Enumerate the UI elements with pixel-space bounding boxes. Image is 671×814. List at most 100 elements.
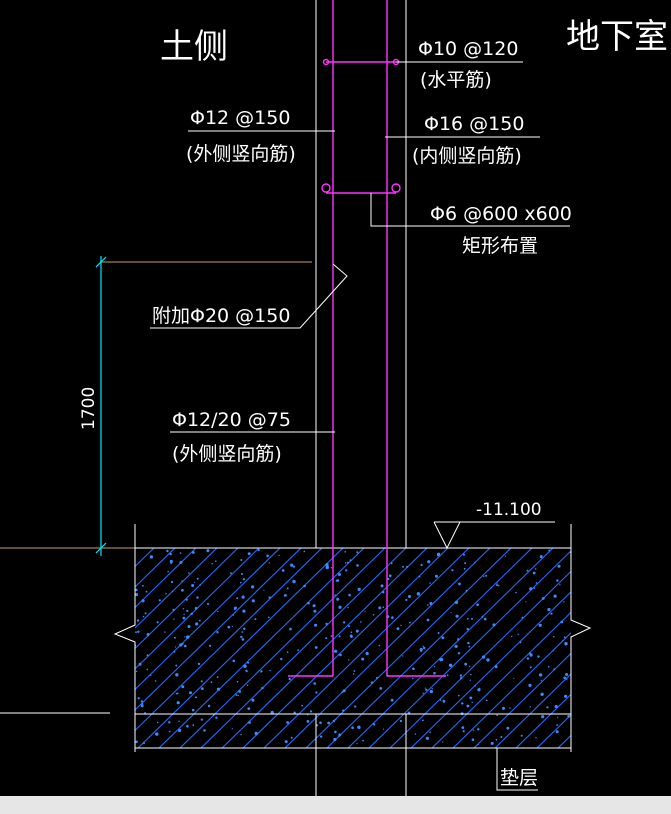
- speckle: [232, 659, 236, 663]
- speckle: [429, 582, 431, 584]
- speckle: [529, 587, 533, 591]
- speckle: [387, 577, 390, 581]
- hatch-line: [135, 548, 239, 650]
- speckle: [446, 674, 449, 677]
- speckle: [396, 627, 400, 631]
- speckle: [171, 590, 174, 592]
- speckle: [422, 719, 424, 722]
- speckle: [336, 579, 340, 582]
- speckle: [370, 681, 374, 684]
- speckle: [450, 612, 452, 614]
- speckle: [307, 601, 310, 605]
- speckle: [464, 562, 467, 565]
- horiz-bar-note: (水平筋): [420, 69, 492, 91]
- horiz-bar-label: Φ10 @120: [418, 38, 518, 60]
- hatch-line: [515, 693, 571, 748]
- speckle: [142, 584, 144, 587]
- speckle: [241, 638, 245, 641]
- speckle: [436, 554, 440, 557]
- speckle: [257, 548, 260, 552]
- speckle: [327, 721, 330, 725]
- speckle: [165, 592, 167, 595]
- speckle: [233, 608, 236, 611]
- speckle: [184, 636, 186, 638]
- hatch-line: [135, 548, 197, 609]
- speckle: [339, 653, 342, 657]
- speckle: [333, 737, 337, 742]
- hatch-line: [137, 548, 344, 748]
- speckle: [319, 721, 322, 724]
- speckle: [154, 680, 157, 682]
- speckle: [463, 553, 465, 556]
- speckle: [469, 696, 473, 700]
- speckle: [246, 670, 248, 673]
- speckle: [288, 677, 291, 681]
- speckle: [357, 725, 361, 729]
- speckle: [194, 696, 197, 699]
- speckle: [232, 614, 234, 616]
- dimension-1700: [95, 256, 107, 556]
- speckle: [179, 560, 183, 564]
- speckle: [169, 552, 172, 556]
- speckle: [547, 665, 550, 668]
- speckle: [494, 665, 498, 669]
- speckle: [293, 711, 296, 714]
- hatch-line: [135, 548, 323, 732]
- elevation-label: -11.100: [476, 500, 542, 520]
- speckle: [280, 657, 283, 661]
- speckle: [495, 738, 498, 741]
- speckle: [135, 593, 139, 597]
- speckle: [562, 639, 564, 642]
- speckle: [555, 730, 559, 734]
- speckle: [431, 688, 433, 690]
- speckle: [416, 592, 421, 596]
- speckle: [439, 658, 443, 662]
- speckle: [564, 694, 568, 698]
- speckle: [427, 560, 431, 564]
- speckle: [485, 699, 488, 702]
- speckle: [286, 651, 289, 653]
- speckle: [210, 681, 213, 683]
- speckle: [240, 559, 243, 561]
- speckle: [176, 701, 180, 705]
- speckle: [357, 587, 361, 592]
- speckle: [168, 721, 171, 724]
- speckle: [173, 636, 176, 639]
- speckle: [137, 697, 140, 700]
- speckle: [402, 655, 404, 657]
- speckle: [303, 550, 306, 553]
- speckle: [382, 591, 385, 594]
- speckle: [541, 597, 545, 600]
- speckle: [423, 646, 426, 650]
- hatch-line: [135, 548, 302, 711]
- speckle: [360, 621, 362, 623]
- speckle: [189, 691, 192, 695]
- speckle: [332, 719, 336, 723]
- speckle: [290, 736, 293, 739]
- speckle: [350, 631, 353, 633]
- hatch-line: [242, 548, 449, 748]
- speckle: [227, 625, 231, 629]
- speckle: [198, 619, 201, 622]
- speckle: [517, 633, 519, 635]
- speckle: [471, 617, 473, 620]
- speckle: [552, 650, 554, 652]
- outer-vert-bar-label: Φ12 @150: [190, 107, 290, 129]
- speckle: [451, 569, 454, 572]
- speckle: [292, 565, 295, 568]
- soil-side-label: 土侧: [160, 27, 228, 67]
- speckle: [560, 620, 564, 624]
- speckle: [426, 618, 430, 622]
- speckle: [215, 716, 218, 719]
- speckle: [474, 561, 476, 563]
- speckle: [553, 668, 556, 671]
- speckle: [442, 741, 444, 743]
- speckle: [364, 611, 366, 613]
- speckle: [270, 710, 274, 715]
- hatch-line: [135, 548, 281, 691]
- speckle: [429, 602, 433, 605]
- hatch-line: [135, 548, 260, 670]
- speckle: [532, 571, 536, 575]
- speckle: [521, 616, 524, 619]
- speckle: [407, 711, 411, 715]
